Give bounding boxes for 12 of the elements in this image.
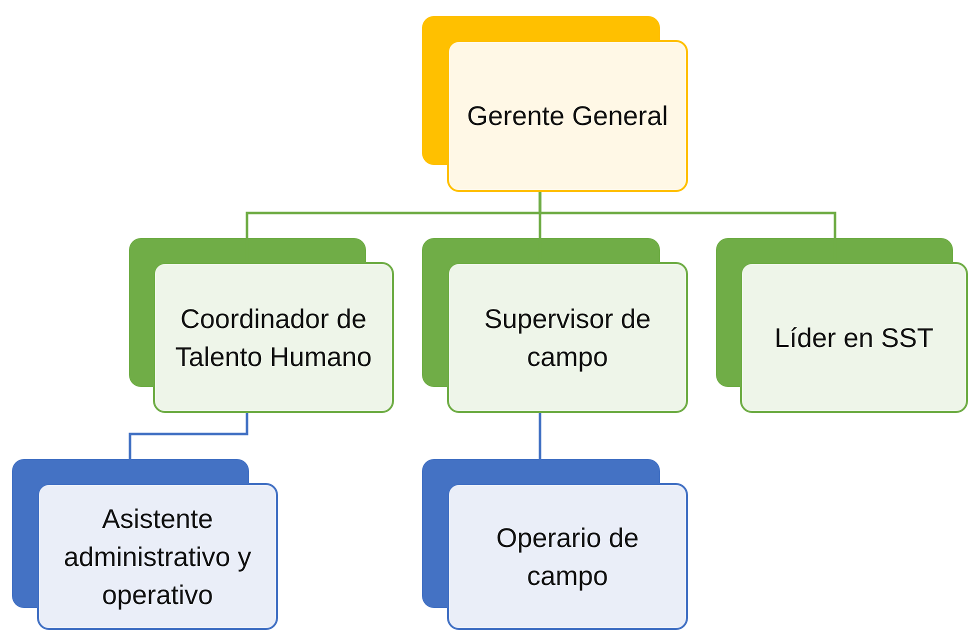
org-box: [447, 40, 688, 192]
org-box: [740, 262, 968, 413]
role-title: Gerente General: [466, 100, 668, 133]
org-box: [153, 262, 394, 413]
org-box: [447, 483, 688, 630]
org-box: [37, 483, 278, 630]
org-box: [447, 262, 688, 413]
role-title: Coordinador de Talento Humano: [174, 302, 373, 374]
role-title: Líder en SST: [774, 322, 934, 354]
role-title: Supervisor de campo: [483, 302, 652, 374]
role-title: Asistente administrativo y operativo: [62, 502, 252, 612]
role-title: Operario de campo: [495, 522, 640, 593]
